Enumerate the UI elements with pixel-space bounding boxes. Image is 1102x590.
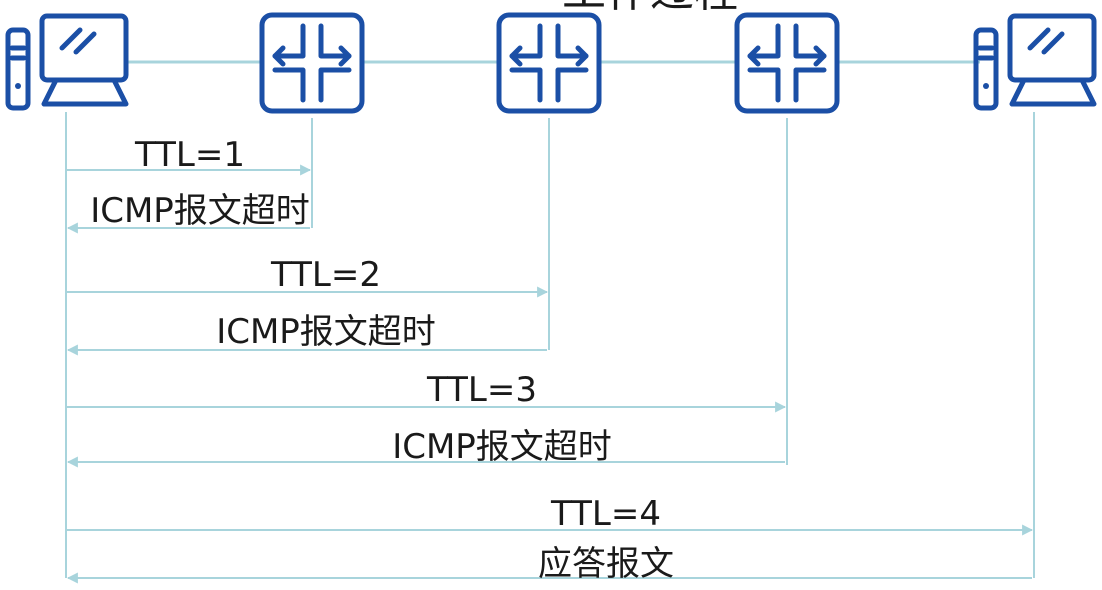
diagram-title: 工作过程: [562, 0, 738, 17]
request-label: TTL=3: [426, 370, 537, 410]
reply-label: ICMP报文超时: [90, 191, 310, 231]
exchange-ttl-1: TTL=1 ICMP报文超时: [66, 135, 312, 234]
reply-label: 应答报文: [538, 544, 674, 584]
exchange-ttl-3: TTL=3 ICMP报文超时: [66, 370, 787, 468]
router-icon: [734, 12, 840, 114]
computer-icon: [5, 13, 129, 111]
lifelines: [65, 112, 1035, 578]
request-label: TTL=1: [134, 135, 245, 175]
computer-icon: [973, 13, 1097, 111]
reply-label: ICMP报文超时: [392, 427, 612, 467]
router-icon: [496, 12, 602, 114]
exchange-ttl-2: TTL=2 ICMP报文超时: [66, 255, 549, 356]
router-icon: [259, 12, 365, 114]
request-label: TTL=2: [270, 255, 381, 295]
request-label: TTL=4: [550, 494, 661, 534]
exchange-ttl-4: TTL=4 应答报文: [66, 494, 1034, 584]
reply-label: ICMP报文超时: [216, 312, 436, 352]
